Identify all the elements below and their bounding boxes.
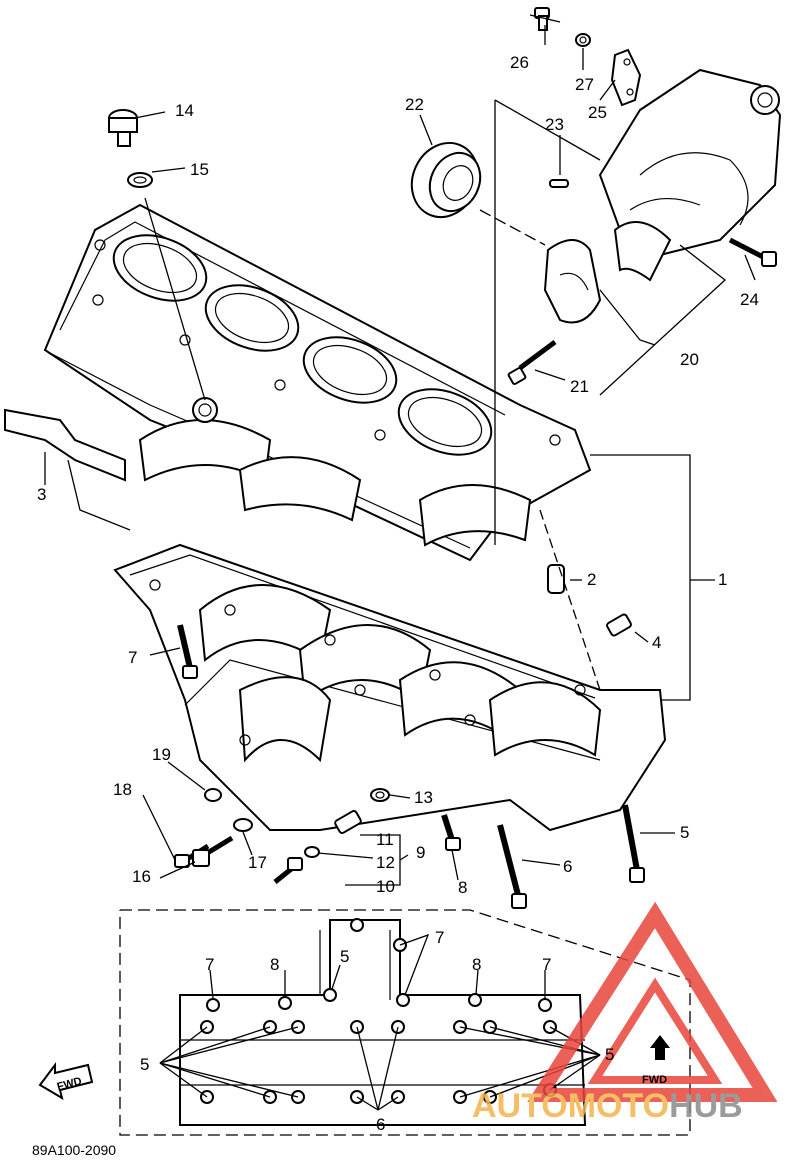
fwd-arrow-left: FWD <box>38 1062 94 1101</box>
callout-c5d: 5 <box>605 1045 614 1064</box>
plug-14 <box>108 109 138 147</box>
callout-c12: 12 <box>376 853 395 872</box>
bearing-cap-20 <box>543 239 602 324</box>
callout-c10: 10 <box>376 877 395 896</box>
dowel-pin-23 <box>549 179 569 188</box>
washer-15 <box>127 172 153 188</box>
callout-c4: 4 <box>652 633 661 652</box>
bolt-8 <box>441 814 461 851</box>
nipple-10 <box>273 857 303 884</box>
fwd-label-right: FWD <box>642 1074 667 1086</box>
bearing-22 <box>410 142 482 218</box>
bolt-6 <box>497 824 527 909</box>
washer-19 <box>204 788 222 802</box>
callout-c11: 11 <box>376 830 394 849</box>
callout-c5b: 5 <box>340 947 349 966</box>
watermark: AUTOMOTOHUB <box>472 901 778 1125</box>
bolt-24 <box>728 237 777 267</box>
bolt-5 <box>622 804 645 883</box>
callout-c19: 19 <box>152 745 171 764</box>
callout-c7a: 7 <box>128 648 137 667</box>
callout-c18: 18 <box>113 780 132 799</box>
callout-c8a: 8 <box>458 878 467 897</box>
callout-c8b: 8 <box>270 955 279 974</box>
watermark-hub: HUB <box>669 1087 743 1125</box>
inset-bolt-pattern <box>119 909 691 1136</box>
callout-c8c: 8 <box>472 955 481 974</box>
washer-17 <box>233 818 253 832</box>
watermark-automoto: AUTOMOTO <box>472 1087 669 1125</box>
nut-27 <box>575 33 591 47</box>
callout-c5c: 5 <box>140 1055 149 1074</box>
callout-c7c: 7 <box>435 928 444 947</box>
callout-c21: 21 <box>570 377 589 396</box>
dowel-2 <box>547 564 565 594</box>
callout-c27: 27 <box>575 75 594 94</box>
strip-3 <box>4 408 126 482</box>
bracket-25 <box>610 48 642 107</box>
washer-13 <box>370 788 390 802</box>
callout-c7b: 7 <box>205 955 214 974</box>
callout-c16: 16 <box>132 867 151 886</box>
oring-12 <box>304 846 320 858</box>
callout-c7d: 7 <box>542 955 551 974</box>
callout-c26: 26 <box>510 53 529 72</box>
lower-crankcase <box>113 543 667 832</box>
watermark-text: AUTOMOTOHUB <box>472 1087 743 1125</box>
callout-c15: 15 <box>190 160 209 179</box>
callout-c23: 23 <box>545 115 564 134</box>
fwd-arrow-right: FWD <box>642 1035 670 1086</box>
callout-c5a: 5 <box>680 823 689 842</box>
callout-c24: 24 <box>740 290 759 309</box>
callout-c3: 3 <box>37 485 46 504</box>
callout-c9: 9 <box>416 843 425 862</box>
upper-crankcase <box>43 203 592 562</box>
callout-c14: 14 <box>175 101 194 120</box>
callout-c1: 1 <box>718 570 727 589</box>
diagram-code: 89A100-2090 <box>32 1142 116 1158</box>
fitting-11 <box>334 810 362 834</box>
callout-c6a: 6 <box>563 857 572 876</box>
callout-c20: 20 <box>680 350 699 369</box>
leader-lines <box>44 14 756 886</box>
callout-c25: 25 <box>588 103 607 122</box>
callout-c17: 17 <box>248 853 267 872</box>
bolt-16 <box>192 835 234 867</box>
bolt-7 <box>177 624 198 679</box>
crankcase-cover <box>598 68 782 282</box>
callout-c2: 2 <box>587 570 596 589</box>
callout-c13: 13 <box>414 788 433 807</box>
callout-c6b: 6 <box>376 1115 385 1134</box>
bolt-21 <box>507 339 557 385</box>
fitting-4 <box>606 613 632 637</box>
callout-c22: 22 <box>405 95 424 114</box>
